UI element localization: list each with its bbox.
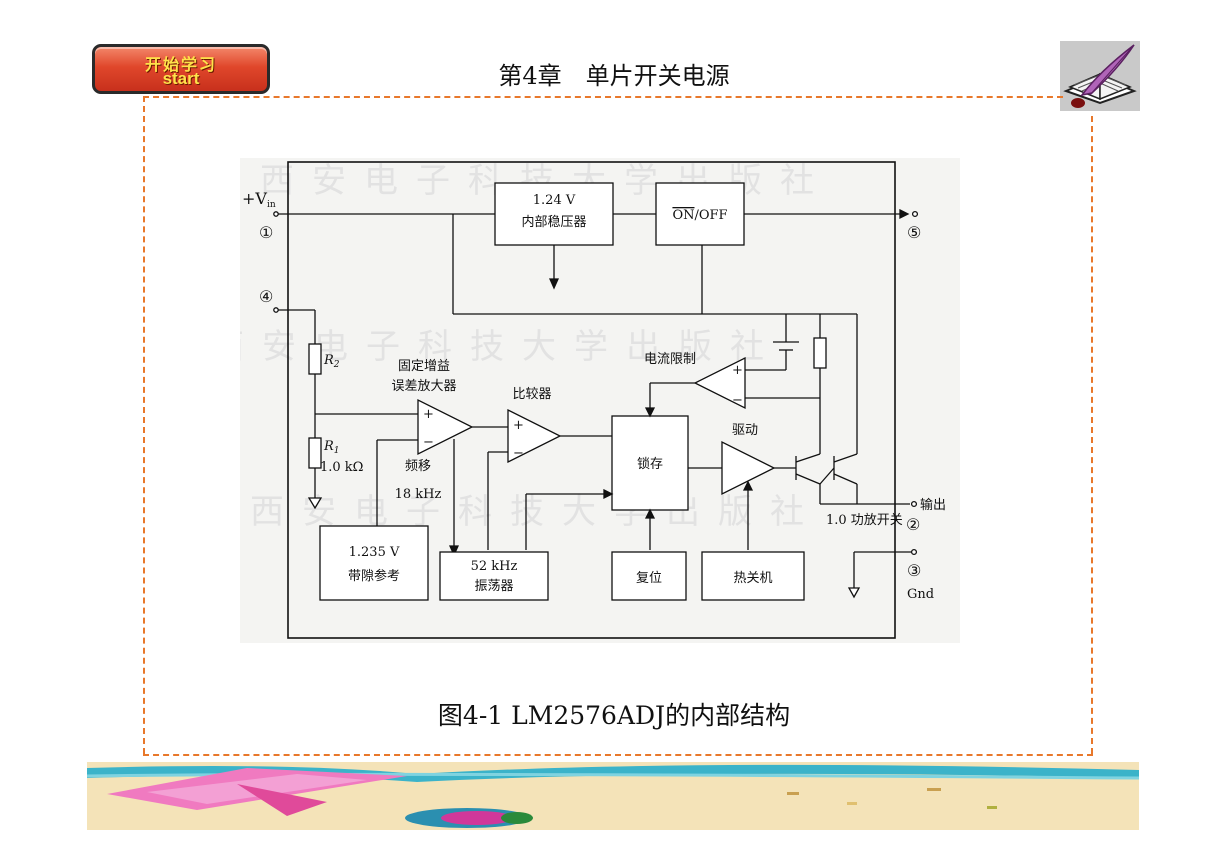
frame-right-border xyxy=(1091,116,1093,754)
chapter-title: 第4章 单片开关电源 xyxy=(498,62,730,90)
pin5-label: ⑤ xyxy=(907,223,921,242)
regulator-line2: 内部稳压器 xyxy=(521,214,586,230)
r1-label: R1 xyxy=(323,439,340,456)
pin3-label: ③ xyxy=(907,561,921,580)
start-button[interactable]: 开始学习 start xyxy=(92,44,270,94)
bandgap-line1: 1.235 V xyxy=(349,545,400,560)
frame-bottom-border xyxy=(143,754,1093,756)
error-amp-line1: 固定增益 xyxy=(398,359,450,374)
svg-text:−: − xyxy=(423,435,434,450)
svg-text:+: + xyxy=(732,363,743,378)
svg-text:−: − xyxy=(732,393,743,408)
freq-shift-line1: 频移 xyxy=(405,459,431,474)
drive-label: 驱动 xyxy=(732,423,758,438)
bandgap-line2: 带隙参考 xyxy=(348,568,400,584)
svg-text:+: + xyxy=(423,407,434,422)
current-limit-triangle xyxy=(693,356,746,410)
pin4-label: ④ xyxy=(259,287,273,306)
regulator-line1: 1.24 V xyxy=(533,193,576,208)
ground-symbol-left xyxy=(307,497,323,510)
reset-block xyxy=(611,551,687,601)
power-switch-label: 1.0 功放开关 xyxy=(826,513,903,528)
onoff-block xyxy=(655,182,745,246)
pin2-label: ② xyxy=(906,515,920,534)
r2-resistor xyxy=(308,343,322,375)
svg-text:+: + xyxy=(513,418,524,433)
vin-label: +Vin xyxy=(242,189,276,210)
regulator-block xyxy=(494,182,614,246)
start-button-en-label: start xyxy=(162,69,200,88)
figure-caption: 图4-1 LM2576ADJ的内部结构 xyxy=(437,701,791,730)
chip-outline xyxy=(287,161,896,639)
output-label: 输出 xyxy=(920,497,946,513)
r2-label: R2 xyxy=(323,353,340,370)
ground-symbol-right xyxy=(847,587,861,599)
book-quill-icon[interactable] xyxy=(1060,41,1140,111)
gnd-label: Gnd xyxy=(907,587,934,602)
oscillator-line1: 52 kHz xyxy=(471,559,518,574)
frame-left-border xyxy=(143,96,145,754)
error-amp-triangle xyxy=(417,398,474,456)
error-amp-line2: 误差放大器 xyxy=(391,379,456,394)
oscillator-line2: 振荡器 xyxy=(474,579,513,594)
freq-shift-line2: 18 kHz xyxy=(395,487,442,502)
comparator-triangle xyxy=(507,408,562,464)
sense-resistor xyxy=(813,337,827,369)
circuit-diagram: 西安电子科技大学出版社 西安电子科技大学出版社 西安电子科技大学出版社 +Vin… xyxy=(210,158,960,643)
start-button-cn-label: 开始学习 xyxy=(144,55,217,74)
svg-text:−: − xyxy=(513,446,524,461)
onoff-label: ON/OFF xyxy=(672,208,727,223)
thermal-block xyxy=(701,551,805,601)
latch-block xyxy=(611,415,689,511)
oscillator-block xyxy=(439,551,549,601)
bandgap-block xyxy=(319,525,429,601)
latch-label: 锁存 xyxy=(637,456,663,472)
current-limit-label: 电流限制 xyxy=(644,352,696,367)
decorative-footer-banner xyxy=(86,762,1140,830)
watermark-mid: 西安电子科技大学出版社 xyxy=(240,327,782,367)
reset-label: 复位 xyxy=(636,571,662,586)
frame-top-border xyxy=(143,96,1063,98)
thermal-label: 热关机 xyxy=(733,571,772,586)
watermark-bottom: 西安电子科技大学出版社 xyxy=(250,492,822,532)
r1-value: 1.0 kΩ xyxy=(320,460,363,475)
comparator-label: 比较器 xyxy=(512,387,551,402)
pin1-label: ① xyxy=(259,223,273,242)
